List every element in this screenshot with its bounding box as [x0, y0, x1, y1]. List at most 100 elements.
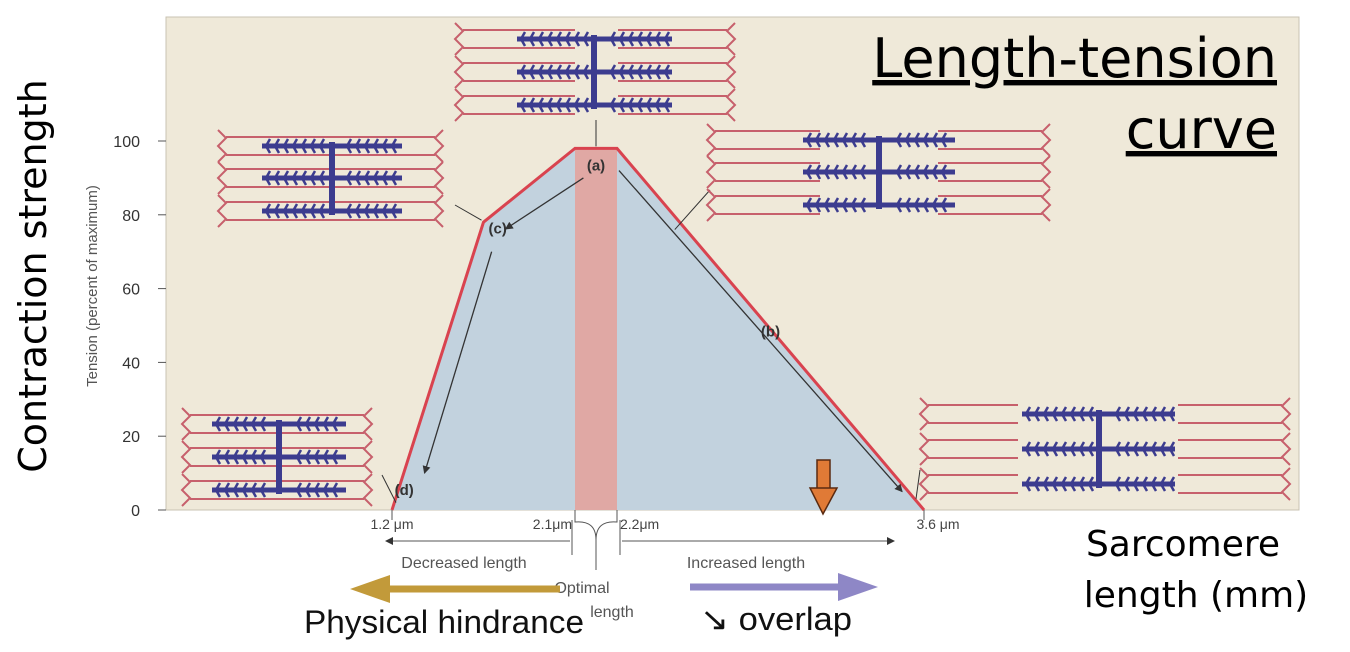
myosin-head — [282, 170, 290, 186]
leader-right — [674, 189, 711, 230]
myosin-head — [850, 197, 858, 213]
myosin-head — [250, 416, 258, 432]
y-tick-label: 0 — [131, 503, 140, 520]
overlap-label: ↘ overlap — [700, 601, 852, 637]
z-disc — [362, 407, 374, 441]
tension-area — [392, 148, 924, 510]
physical-hindrance-label: Physical hindrance — [304, 604, 584, 640]
myosin-head — [318, 138, 326, 154]
myosin-head — [931, 132, 939, 148]
myosin-head — [214, 449, 222, 465]
myosin-head — [940, 197, 948, 213]
myosin-head — [304, 416, 312, 432]
myosin-head — [295, 416, 303, 432]
myosin-head — [390, 170, 398, 186]
myosin-head — [859, 164, 867, 180]
myosin-head — [823, 197, 831, 213]
myosin-head — [823, 164, 831, 180]
z-disc — [1280, 432, 1292, 466]
myosin-head — [663, 97, 671, 113]
point-label: (b) — [761, 324, 780, 341]
myosin-head — [573, 31, 581, 47]
myosin-head — [1024, 441, 1032, 457]
z-disc — [918, 432, 930, 466]
myosin-head — [381, 170, 389, 186]
myosin-head — [814, 164, 822, 180]
myosin-head — [805, 132, 813, 148]
myosin-head — [805, 197, 813, 213]
z-disc — [362, 473, 374, 507]
myosin-head — [354, 170, 362, 186]
myosin-head — [913, 164, 921, 180]
z-disc — [433, 194, 445, 228]
myosin-head — [1150, 441, 1158, 457]
myosin-head — [537, 97, 545, 113]
myosin-head — [1168, 441, 1176, 457]
myosin-head — [654, 64, 662, 80]
myosin-head — [1132, 476, 1140, 492]
myosin-head — [1132, 441, 1140, 457]
myosin-head — [1024, 406, 1032, 422]
myosin-head — [214, 482, 222, 498]
y-axis-label: Tension (percent of maximum) — [84, 185, 101, 387]
myosin-head — [913, 132, 921, 148]
y-tick-label: 20 — [122, 429, 140, 446]
myosin-head — [645, 31, 653, 47]
myosin-head — [282, 203, 290, 219]
myosin-head — [564, 31, 572, 47]
optimal-label-line1: Optimal — [554, 580, 609, 597]
myosin-head — [345, 203, 353, 219]
myosin-head — [519, 31, 527, 47]
myosin-head — [618, 31, 626, 47]
myosin-head — [895, 197, 903, 213]
myosin-head — [1042, 406, 1050, 422]
myosin-head — [1141, 441, 1149, 457]
myosin-head — [1069, 476, 1077, 492]
myosin-head — [232, 482, 240, 498]
myosin-head — [300, 138, 308, 154]
myosin-head — [309, 138, 317, 154]
z-disc — [1040, 155, 1052, 189]
myosin-head — [1123, 476, 1131, 492]
myosin-head — [331, 482, 339, 498]
myosin-head — [537, 64, 545, 80]
myosin-head — [223, 416, 231, 432]
myosin-head — [232, 416, 240, 432]
z-disc — [1280, 467, 1292, 501]
myosin-head — [654, 31, 662, 47]
y-tick-label: 80 — [122, 208, 140, 225]
z-disc — [918, 397, 930, 431]
sarcomere-short — [216, 129, 445, 228]
myosin-head — [295, 482, 303, 498]
myosin-head — [250, 482, 258, 498]
z-disc — [1040, 188, 1052, 222]
myosin-head — [264, 138, 272, 154]
z-disc — [216, 161, 228, 195]
myosin-head — [259, 482, 267, 498]
myosin-head — [663, 31, 671, 47]
z-disc — [725, 88, 737, 122]
myosin-head — [381, 138, 389, 154]
myosin-head — [300, 170, 308, 186]
myosin-head — [922, 164, 930, 180]
myosin-head — [354, 138, 362, 154]
myosin-head — [300, 203, 308, 219]
z-disc — [1280, 397, 1292, 431]
sarcomere-optimal — [453, 22, 737, 122]
x-tick-label: 3.6 μm — [916, 516, 959, 532]
myosin-head — [372, 203, 380, 219]
myosin-head — [1087, 441, 1095, 457]
z-disc — [725, 22, 737, 56]
myosin-head — [645, 97, 653, 113]
myosin-head — [1087, 406, 1095, 422]
myosin-head — [291, 138, 299, 154]
myosin-head — [1114, 406, 1122, 422]
z-disc — [216, 129, 228, 163]
myosin-head — [1060, 476, 1068, 492]
myosin-head — [273, 138, 281, 154]
physical-hindrance-arrow-head — [350, 575, 390, 603]
point-label: (d) — [395, 482, 414, 499]
arrow-a-to-b — [618, 170, 903, 493]
myosin-head — [313, 416, 321, 432]
